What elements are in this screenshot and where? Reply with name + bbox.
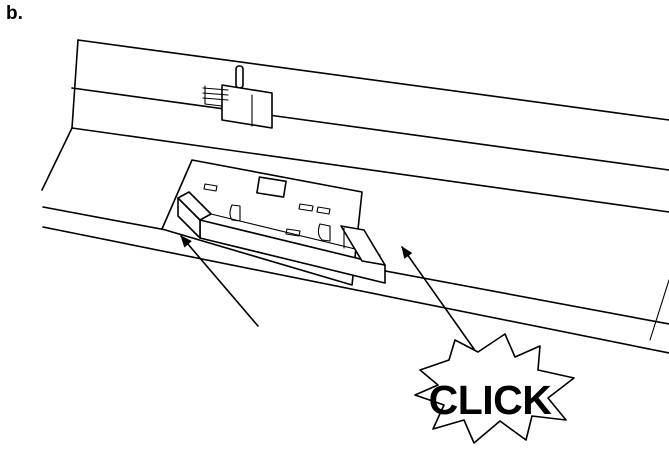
panel-label: b. xyxy=(6,3,23,24)
arrow-left xyxy=(180,235,259,327)
housing-outline xyxy=(41,39,669,354)
clip-bracket xyxy=(177,191,386,284)
top-clip xyxy=(202,65,273,129)
arrow-right xyxy=(401,246,475,350)
click-starburst: CLICK xyxy=(414,333,575,444)
click-label: CLICK xyxy=(429,377,553,423)
